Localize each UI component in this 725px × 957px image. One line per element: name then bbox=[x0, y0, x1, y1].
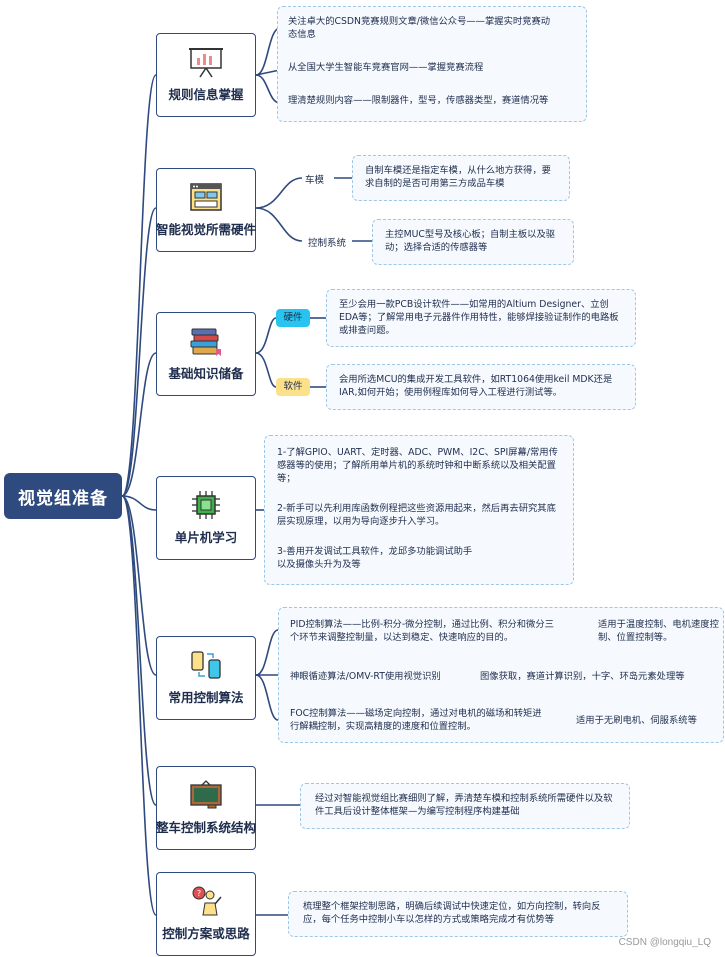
topic-mcu-title: 单片机学习 bbox=[174, 530, 238, 545]
hardware-car-text: 自制车模还是指定车模，从什么地方获得，要求自制的是否可用第三方成品车模 bbox=[365, 165, 551, 189]
topic-basics-title: 基础知识储备 bbox=[168, 366, 244, 381]
plan-text: 梳理整个框架控制思路，明确后续调试中快速定位，如方向控制，转向反应，每个任务中控… bbox=[303, 901, 601, 925]
topic-basics[interactable]: 基础知识储备 bbox=[156, 312, 256, 396]
topic-rules[interactable]: 规则信息掌握 bbox=[156, 33, 256, 117]
hardware-car-label: 车模 bbox=[305, 175, 325, 186]
hardware-car-box: 自制车模还是指定车模，从什么地方获得，要求自制的是否可用第三方成品车模 bbox=[352, 155, 570, 201]
mcu-item-3: 3-善用开发调试工具软件，龙邱多功能调试助手以及摄像头升为及等 bbox=[277, 546, 473, 570]
basics-hardware-box: 至少会用一款PCB设计软件——如常用的Altium Designer、立创EDA… bbox=[326, 289, 636, 347]
algo-box bbox=[278, 607, 724, 743]
watermark: CSDN @longqiu_LQ bbox=[618, 937, 711, 948]
browser-window-icon bbox=[190, 183, 222, 211]
topic-hardware[interactable]: 智能视觉所需硬件 bbox=[156, 168, 256, 252]
structure-box: 经过对智能视觉组比赛细则了解，弄清楚车模和控制系统所需硬件以及软件工具后设计整体… bbox=[300, 783, 630, 829]
plan-box: 梳理整个框架控制思路，明确后续调试中快速定位，如方向控制，转向反应，每个任务中控… bbox=[288, 891, 628, 937]
basics-software-box: 会用所选MCU的集成开发工具软件，如RT1064使用keil MDK还是IAR,… bbox=[326, 364, 636, 410]
chip-icon bbox=[192, 491, 220, 519]
algo-pid-use: 适用于温度控制、电机速度控制、位置控制等。 bbox=[598, 619, 719, 643]
topic-plan-title: 控制方案或思路 bbox=[162, 926, 250, 941]
rules-item-1: 关注卓大的CSDN竞赛规则文章/微信公众号——掌握实时竞赛动态信息 bbox=[288, 16, 551, 40]
topic-algo[interactable]: 常用控制算法 bbox=[156, 636, 256, 720]
root-node[interactable]: 视觉组准备 bbox=[4, 473, 122, 519]
algo-vision-text: 神眼循迹算法/OMV-RT使用视觉识别 bbox=[290, 671, 441, 682]
topic-structure-title: 整车控制系统结构 bbox=[156, 820, 257, 835]
algo-foc-use: 适用于无刷电机、伺服系统等 bbox=[576, 715, 697, 726]
basics-software-text: 会用所选MCU的集成开发工具软件，如RT1064使用keil MDK还是IAR,… bbox=[339, 374, 613, 398]
person-question-icon: ? bbox=[192, 886, 222, 916]
rules-item-2: 从全国大学生智能车竞赛官网——掌握竞赛流程 bbox=[288, 62, 484, 73]
structure-text: 经过对智能视觉组比赛细则了解，弄清楚车模和控制系统所需硬件以及软件工具后设计整体… bbox=[315, 793, 613, 817]
topic-algo-title: 常用控制算法 bbox=[168, 690, 244, 705]
mcu-item-2: 2-新手可以先利用库函数例程把这些资源用起来，然后再去研究其底层实现原理，以用为… bbox=[277, 503, 556, 527]
rules-item-3: 理清楚规则内容——限制器件，型号，传感器类型，赛道情况等 bbox=[288, 95, 549, 106]
algo-vision-use: 图像获取，赛道计算识别，十字、环岛元素处理等 bbox=[480, 671, 685, 682]
phones-sync-icon bbox=[191, 651, 221, 679]
topic-structure[interactable]: 整车控制系统结构 bbox=[156, 766, 256, 850]
rules-box: 关注卓大的CSDN竞赛规则文章/微信公众号——掌握实时竞赛动态信息 从全国大学生… bbox=[277, 6, 587, 122]
hardware-control-text: 主控MUC型号及核心板；自制主板以及驱动；选择合适的传感器等 bbox=[385, 229, 556, 253]
algo-foc-text: FOC控制算法——磁场定向控制，通过对电机的磁场和转矩进行解耦控制，实现高精度的… bbox=[290, 708, 542, 732]
topic-mcu[interactable]: 单片机学习 bbox=[156, 476, 256, 560]
hardware-control-label: 控制系统 bbox=[308, 238, 347, 249]
presentation-board-icon bbox=[189, 48, 223, 78]
basics-hardware-text: 至少会用一款PCB设计软件——如常用的Altium Designer、立创EDA… bbox=[339, 299, 619, 336]
mcu-box: 1-了解GPIO、UART、定时器、ADC、PWM、I2C、SPI屏幕/常用传感… bbox=[264, 435, 574, 585]
basics-hardware-pill: 硬件 bbox=[276, 309, 310, 327]
topic-plan[interactable]: ? 控制方案或思路 bbox=[156, 872, 256, 956]
basics-software-pill: 软件 bbox=[276, 378, 310, 396]
mcu-item-1: 1-了解GPIO、UART、定时器、ADC、PWM、I2C、SPI屏幕/常用传感… bbox=[277, 447, 558, 484]
hardware-control-box: 主控MUC型号及核心板；自制主板以及驱动；选择合适的传感器等 bbox=[372, 219, 574, 265]
chalkboard-icon bbox=[190, 780, 222, 809]
topic-hardware-title: 智能视觉所需硬件 bbox=[156, 222, 257, 237]
svg-text:?: ? bbox=[197, 889, 201, 898]
topic-rules-title: 规则信息掌握 bbox=[168, 87, 244, 102]
algo-pid-text: PID控制算法——比例-积分-微分控制，通过比例、积分和微分三个环节来调整控制量… bbox=[290, 619, 554, 643]
books-icon bbox=[190, 328, 221, 356]
